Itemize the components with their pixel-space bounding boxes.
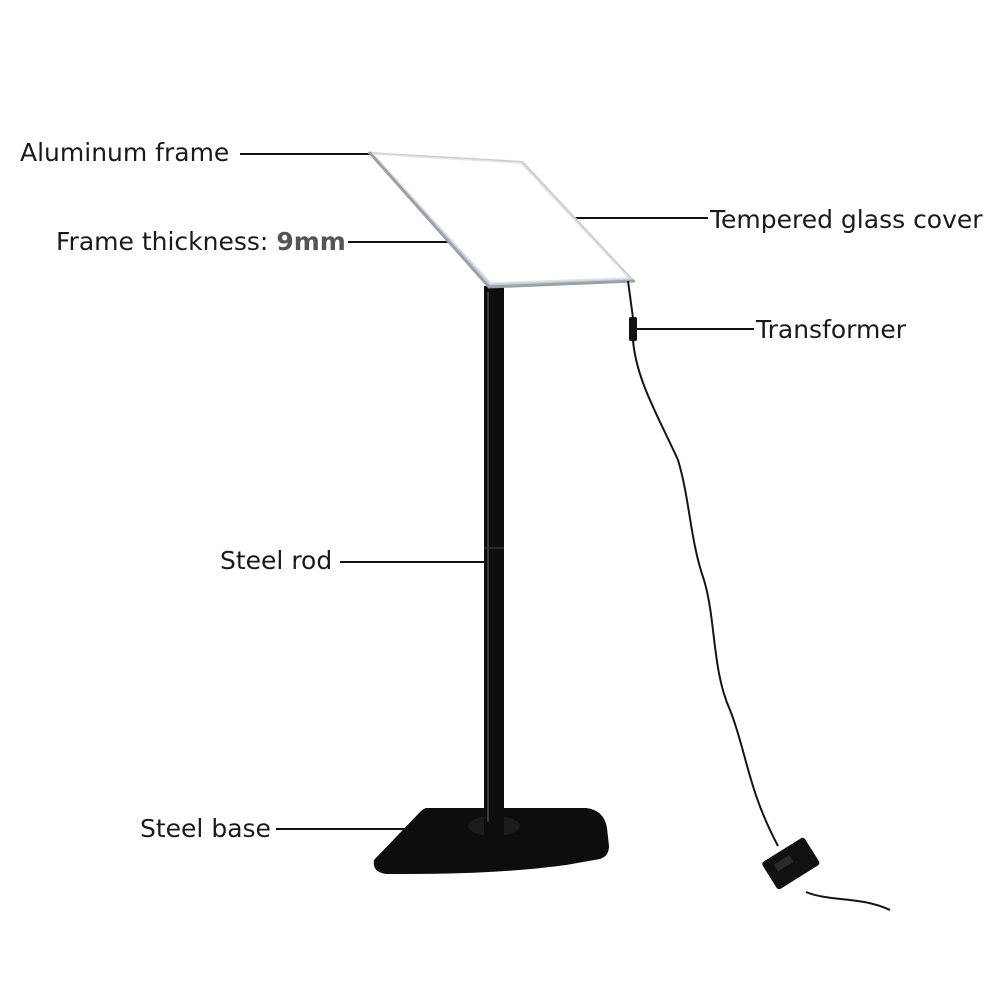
label-frame-thickness: Frame thickness: 9mm [56, 229, 346, 254]
transformer-box [762, 837, 820, 890]
output-cable [805, 891, 891, 911]
inline-connector [629, 317, 637, 341]
steel-base [373, 808, 609, 874]
label-steel-base: Steel base [140, 814, 271, 843]
frame-thickness-edge [367, 151, 636, 289]
tempered-glass-panel [371, 153, 631, 284]
power-cable [627, 280, 779, 847]
label-transformer: Transformer [756, 315, 907, 344]
label-aluminum-frame: Aluminum frame [20, 138, 230, 167]
label-tempered-glass-cover: Tempered glass cover [710, 205, 983, 234]
label-frame-thickness-value: 9mm [276, 227, 346, 256]
label-frame-thickness-prefix: Frame thickness: [56, 227, 277, 256]
rod-highlight [487, 292, 489, 822]
label-steel-rod: Steel rod [220, 546, 333, 575]
